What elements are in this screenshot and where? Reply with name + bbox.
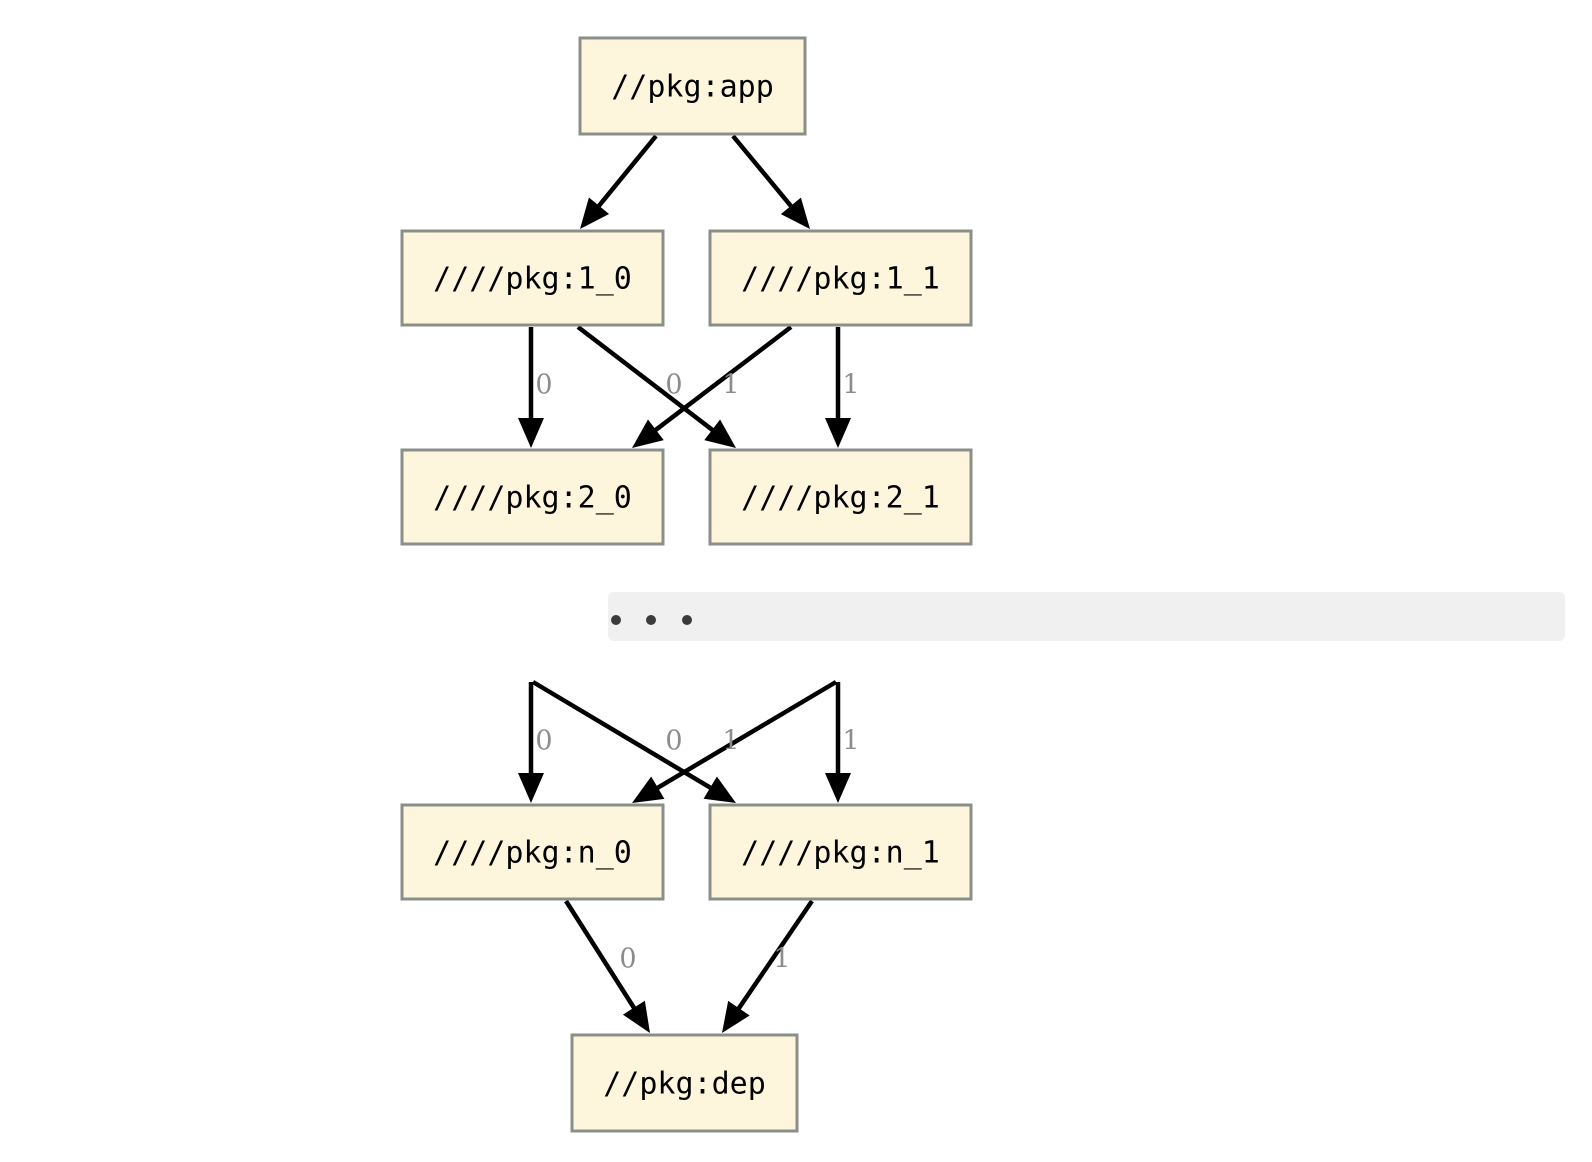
edge-arrowhead xyxy=(580,197,610,229)
node-app[interactable]: //pkg:app xyxy=(578,36,807,136)
node-label: ////pkg:1_1 xyxy=(741,262,940,297)
node-label: //pkg:dep xyxy=(603,1067,766,1102)
node-layer: //pkg:app ////pkg:1_0 ////pkg:1_1 ////pkg:2… xyxy=(400,36,973,1133)
edge-prev2-to-n_1: 1 xyxy=(825,682,860,803)
edge-prev-to-n_1: 0 xyxy=(531,680,736,803)
node-box[interactable] xyxy=(400,803,665,901)
node-label: ////pkg:2_1 xyxy=(741,481,940,516)
edge-prev-to-n_0: 0 xyxy=(518,682,553,803)
node-2_1[interactable]: ////pkg:2_1 xyxy=(708,448,973,546)
node-label: ////pkg:n_1 xyxy=(741,836,940,871)
edge-1_1-to-2_0: 1 xyxy=(632,325,793,448)
edge-arrowhead xyxy=(622,1000,650,1033)
ellipsis-band xyxy=(608,592,1565,641)
node-label: ////pkg:1_0 xyxy=(433,262,632,297)
edge-layer: 0 0 1 1 0 0 1 1 0 1 xyxy=(518,134,860,1033)
edge-line xyxy=(651,680,838,793)
node-label: ////pkg:n_0 xyxy=(433,836,632,871)
edge-n_1-to-dep: 1 xyxy=(722,899,814,1033)
node-box[interactable] xyxy=(578,36,807,136)
edge-line xyxy=(576,325,719,436)
node-box[interactable] xyxy=(400,448,665,546)
node-n_0[interactable]: ////pkg:n_0 xyxy=(400,803,665,901)
ellipsis-dot-0 xyxy=(611,615,621,625)
edge-arrowhead xyxy=(825,773,851,803)
edge-line xyxy=(731,134,797,212)
edge-arrowhead xyxy=(632,776,665,803)
edge-label: 1 xyxy=(842,370,859,401)
node-1_0[interactable]: ////pkg:1_0 xyxy=(400,229,665,327)
edge-arrowhead xyxy=(704,419,736,448)
edge-1_0-to-2_1: 0 xyxy=(576,325,736,448)
edge-label: 1 xyxy=(773,944,790,975)
node-label: ////pkg:2_0 xyxy=(433,481,632,516)
edge-label: 0 xyxy=(535,726,552,757)
edge-label: 0 xyxy=(665,726,682,757)
node-1_1[interactable]: ////pkg:1_1 xyxy=(708,229,973,327)
edge-prev2-to-n_0: 1 xyxy=(632,680,838,803)
node-label: //pkg:app xyxy=(611,70,774,105)
edge-label: 1 xyxy=(842,726,859,757)
edge-arrowhead xyxy=(780,197,810,229)
node-box[interactable] xyxy=(708,803,973,901)
edge-label: 1 xyxy=(722,726,739,757)
edge-line xyxy=(593,134,658,212)
edge-arrowhead xyxy=(825,418,851,448)
ellipsis-dot-1 xyxy=(646,615,656,625)
edge-label: 0 xyxy=(535,370,552,401)
edge-app-to-1_1 xyxy=(731,134,810,229)
edge-label: 0 xyxy=(665,370,682,401)
edge-arrowhead xyxy=(703,776,736,803)
edge-1_1-to-2_1: 1 xyxy=(825,327,860,448)
edge-arrowhead xyxy=(518,418,544,448)
edge-arrowhead xyxy=(632,419,664,448)
node-box[interactable] xyxy=(708,229,973,327)
node-dep[interactable]: //pkg:dep xyxy=(570,1033,799,1133)
node-box[interactable] xyxy=(570,1033,799,1133)
edge-app-to-1_0 xyxy=(580,134,658,229)
edge-arrowhead xyxy=(722,1000,750,1033)
edge-n_0-to-dep: 0 xyxy=(564,899,650,1033)
ellipsis-layer xyxy=(608,592,1565,641)
edge-line xyxy=(531,680,717,793)
edge-line xyxy=(649,325,793,436)
node-box[interactable] xyxy=(708,448,973,546)
edge-line xyxy=(564,899,640,1014)
edge-label: 0 xyxy=(619,944,636,975)
edge-1_0-to-2_0: 0 xyxy=(518,327,553,448)
edge-line xyxy=(733,899,814,1015)
node-2_0[interactable]: ////pkg:2_0 xyxy=(400,448,665,546)
node-n_1[interactable]: ////pkg:n_1 xyxy=(708,803,973,901)
edge-arrowhead xyxy=(518,773,544,803)
node-box[interactable] xyxy=(400,229,665,327)
edge-label: 1 xyxy=(722,370,739,401)
ellipsis-dot-2 xyxy=(682,615,692,625)
